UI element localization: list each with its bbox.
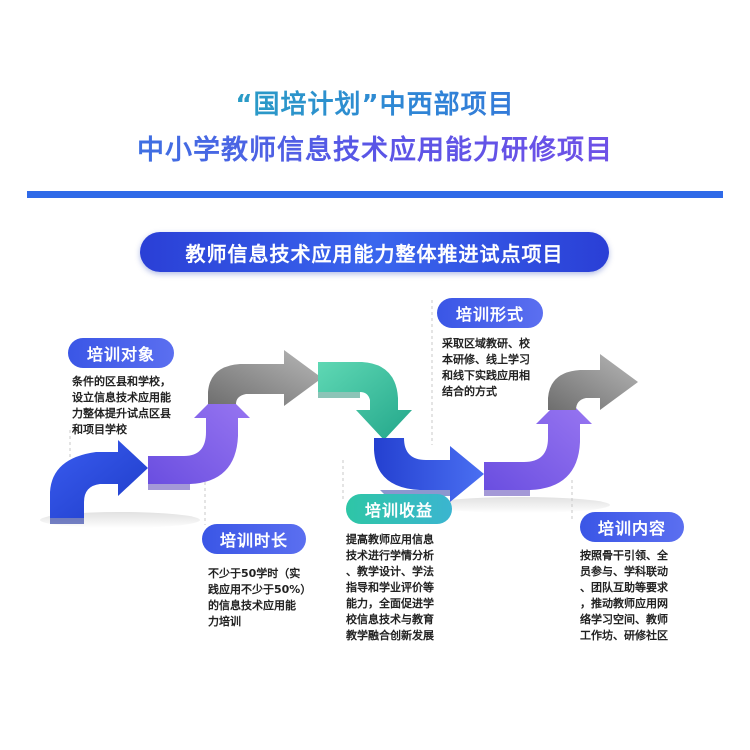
label-training-content: 培训内容 — [580, 512, 684, 542]
desc-training-target: 条件的区县和学校， 设立信息技术应用能 力整体提升试点区县 和项目学校 — [72, 375, 171, 436]
desc-training-duration: 不少于50学时（实 践应用不少于50%） 的信息技术应用能 力培训 — [208, 567, 312, 628]
label-training-target: 培训对象 — [68, 338, 174, 368]
arrow-7-gray — [548, 354, 638, 410]
label-training-benefit: 培训收益 — [346, 494, 452, 524]
arrow-2-purple — [148, 390, 250, 490]
desc-training-content: 按照骨干引领、全 员参与、学科联动 、团队互助等要求 ，推动教师应用网 络学习空… — [580, 549, 668, 642]
arrow-6-purple — [484, 396, 592, 496]
title-line-2: 中小学教师信息技术应用能力研修项目 — [0, 128, 750, 167]
section-banner: 教师信息技术应用能力整体推进试点项目 — [140, 232, 609, 272]
desc-training-format: 采取区域教研、校 本研修、线上学习 和线下实践应用相 结合的方式 — [442, 337, 530, 398]
arrow-3-gray — [208, 350, 322, 406]
divider-bar — [27, 191, 723, 198]
title-line-1: “国培计划”中西部项目 — [0, 84, 750, 121]
arrow-1-blue — [50, 440, 148, 524]
label-training-format: 培训形式 — [437, 298, 543, 328]
desc-training-benefit: 提高教师应用信息 技术进行学情分析 、教学设计、学法 指导和学业评价等 能力，全… — [346, 533, 434, 642]
arrow-4-teal — [318, 362, 412, 440]
arrow-5-blue — [374, 438, 484, 502]
arrow-shadow — [430, 497, 610, 513]
label-training-duration: 培训时长 — [202, 524, 306, 554]
